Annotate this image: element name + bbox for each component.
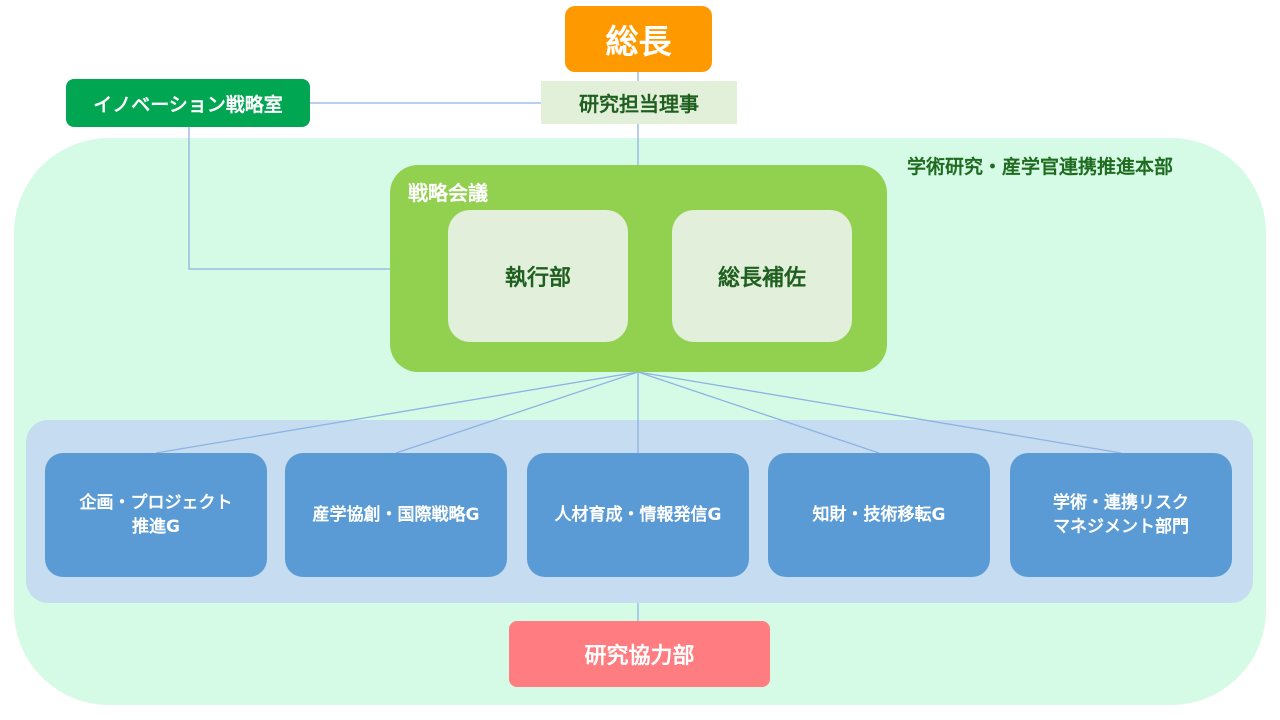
president-label: 総長 [605,22,672,61]
group-planning-line1: 企画・プロジェクト [79,493,233,513]
research-director-label: 研究担当理事 [579,92,699,116]
group-ip-tech-transfer-line1: 知財・技術移転G [812,505,946,525]
innovation-office-box: イノベーション戦略室 [66,79,310,127]
group-talent-info: 人材育成・情報発信G [527,453,749,577]
innovation-office-label: イノベーション戦略室 [93,93,283,116]
group-risk-management-line2: マネジメント部門 [1053,517,1189,537]
group-industry-collab: 産学協創・国際戦略G [285,453,507,577]
president-assistant-box: 総長補佐 [672,210,852,342]
research-director-box: 研究担当理事 [541,81,737,124]
executive-box: 執行部 [448,210,628,342]
president-box: 総長 [565,6,712,72]
group-risk-management-line1: 学術・連携リスク [1053,493,1189,513]
executive-label: 執行部 [504,266,571,291]
president-assistant-label: 総長補佐 [717,266,806,291]
group-ip-tech-transfer: 知財・技術移転G [768,453,990,577]
group-talent-info-line1: 人材育成・情報発信G [554,505,722,525]
research-cooperation-label: 研究協力部 [584,644,695,669]
group-risk-management: 学術・連携リスク マネジメント部門 [1010,453,1232,577]
group-industry-collab-line1: 産学協創・国際戦略G [312,505,480,525]
group-planning-line2: 推進G [132,517,180,537]
strategy-meeting-label: 戦略会議 [408,181,488,205]
group-planning: 企画・プロジェクト 推進G [45,453,267,577]
research-cooperation-box: 研究協力部 [509,621,770,687]
headquarters-label: 学術研究・産学官連携推進本部 [906,156,1173,178]
